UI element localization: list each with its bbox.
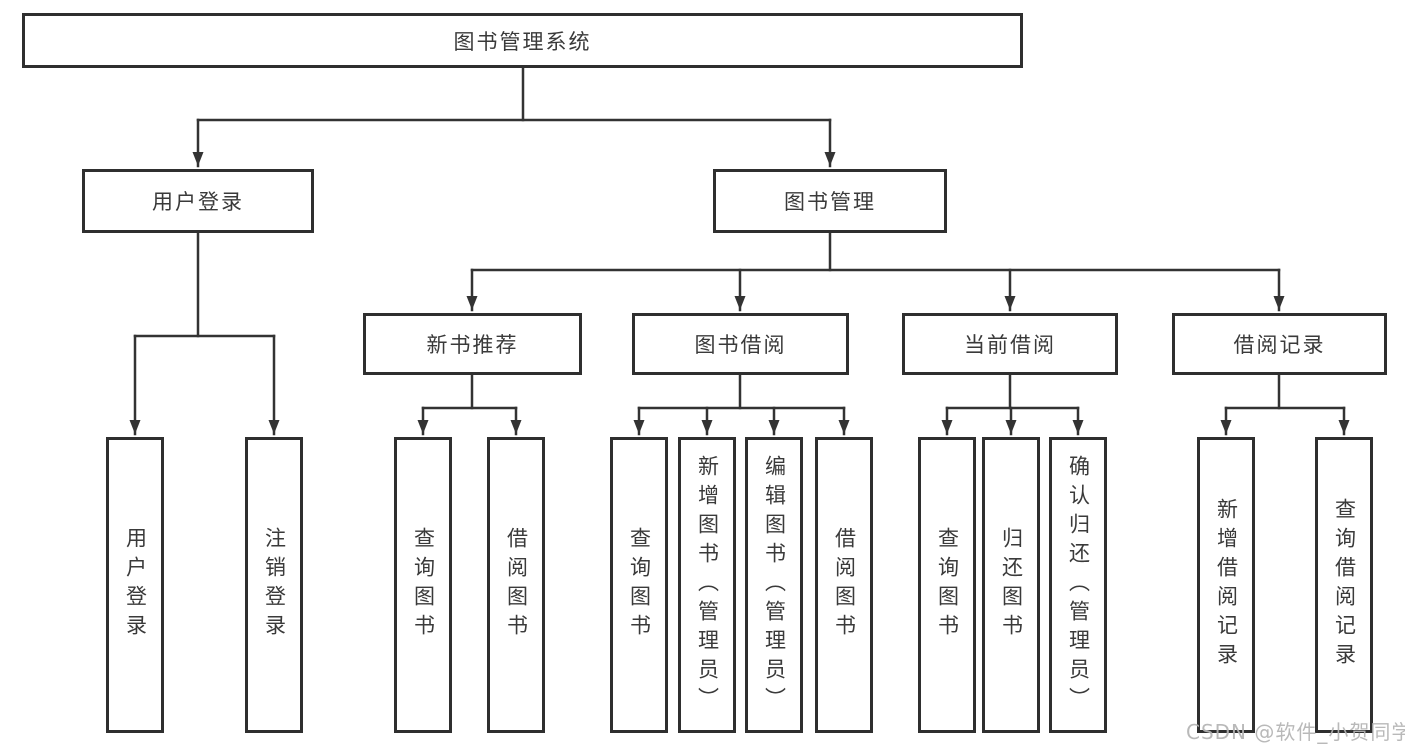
leaf-return-book: 归还图书 — [982, 437, 1040, 733]
node-book-borrowing: 图书借阅 — [632, 313, 849, 375]
node-label: 用户登录 — [152, 190, 244, 214]
leaf-label: 新增图书（管理员） — [695, 454, 720, 716]
node-label: 图书管理系统 — [453, 29, 592, 54]
leaf-label: 确认归还（管理员） — [1066, 454, 1091, 716]
leaf-query-books-borrowing: 查询图书 — [610, 437, 668, 733]
node-label: 图书管理 — [784, 190, 876, 214]
leaf-label: 注销登录 — [262, 527, 287, 643]
csdn-watermark: CSDN @软件_小贺同学 — [1186, 720, 1405, 744]
leaf-borrow-books-borrowing: 借阅图书 — [815, 437, 873, 733]
leaf-label: 查询图书 — [411, 527, 436, 643]
leaf-label: 新增借阅记录 — [1214, 498, 1239, 672]
node-label: 借阅记录 — [1233, 333, 1326, 357]
leaf-label: 借阅图书 — [504, 527, 529, 643]
leaf-label: 查询图书 — [627, 527, 652, 643]
leaf-label: 查询借阅记录 — [1332, 498, 1357, 672]
node-book-management: 图书管理 — [713, 169, 947, 233]
node-label: 新书推荐 — [426, 333, 519, 357]
leaf-label: 编辑图书（管理员） — [762, 454, 787, 716]
leaf-label: 用户登录 — [123, 527, 148, 643]
leaf-edit-book-admin: 编辑图书（管理员） — [745, 437, 803, 733]
node-label: 图书借阅 — [694, 333, 787, 357]
leaf-confirm-return-admin: 确认归还（管理员） — [1049, 437, 1107, 733]
node-library-management-system: 图书管理系统 — [22, 13, 1023, 68]
leaf-label: 归还图书 — [999, 527, 1024, 643]
leaf-query-books-recommend: 查询图书 — [394, 437, 452, 733]
leaf-user-login: 用户登录 — [106, 437, 164, 733]
node-new-book-recommendation: 新书推荐 — [363, 313, 582, 375]
leaf-query-borrow-record: 查询借阅记录 — [1315, 437, 1373, 733]
leaf-label: 借阅图书 — [832, 527, 857, 643]
leaf-borrow-books-recommend: 借阅图书 — [487, 437, 545, 733]
leaf-add-book-admin: 新增图书（管理员） — [678, 437, 736, 733]
leaf-logout: 注销登录 — [245, 437, 303, 733]
node-current-borrowing: 当前借阅 — [902, 313, 1118, 375]
node-borrowing-records: 借阅记录 — [1172, 313, 1387, 375]
node-user-login: 用户登录 — [82, 169, 314, 233]
leaf-label: 查询图书 — [935, 527, 960, 643]
leaf-query-books-current: 查询图书 — [918, 437, 976, 733]
leaf-add-borrow-record: 新增借阅记录 — [1197, 437, 1255, 733]
node-label: 当前借阅 — [964, 333, 1056, 357]
